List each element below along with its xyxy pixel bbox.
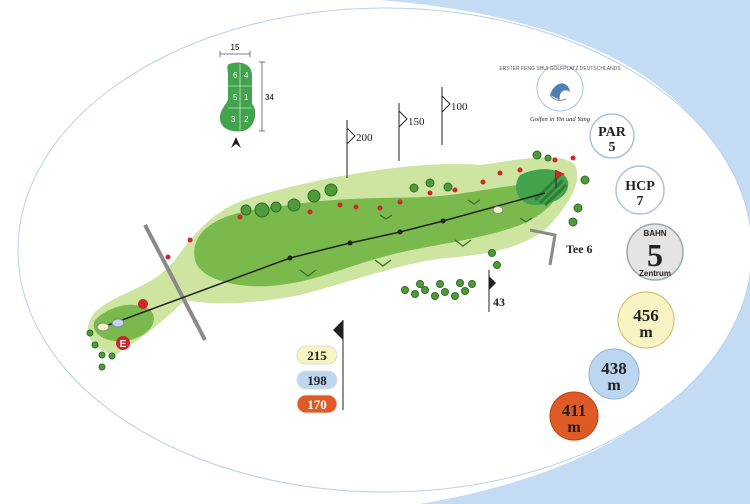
svg-text:456: 456 [633, 306, 659, 325]
blue-tee [111, 318, 125, 328]
entry-marker-label: E [120, 339, 127, 350]
distance-yellow: 456 m [617, 291, 675, 349]
svg-text:1: 1 [244, 93, 249, 102]
svg-text:5: 5 [233, 93, 238, 102]
play-line [102, 192, 546, 328]
trees [86, 150, 590, 371]
svg-text:HCP: HCP [625, 179, 655, 194]
svg-text:ERSTER FENG SHUI GOLFPLATZ DEU: ERSTER FENG SHUI GOLFPLATZ DEUTSCHLANDS [499, 66, 621, 72]
play-line-point [440, 218, 446, 224]
hcp-circle: HCP 7 [615, 165, 665, 215]
svg-text:170: 170 [307, 397, 327, 412]
cart-path-right [529, 228, 557, 266]
yellow-distance-pill [296, 345, 338, 365]
marker-100: 100 [441, 87, 468, 145]
svg-text:15: 15 [231, 43, 240, 52]
play-line-point [347, 240, 353, 246]
svg-text:m: m [607, 377, 621, 394]
svg-text:6: 6 [233, 71, 238, 80]
entry-marker [116, 336, 130, 350]
svg-text:BAHN: BAHN [643, 229, 666, 238]
marker-150: 150 [398, 103, 425, 161]
play-line-point [287, 255, 293, 261]
marker-43: 43 [488, 270, 505, 312]
flag-icon [555, 170, 565, 188]
red-distance-pill [296, 394, 338, 414]
svg-text:4: 4 [244, 71, 249, 80]
svg-text:Golfen in Yin und Yang: Golfen in Yin und Yang [530, 116, 591, 123]
svg-text:PAR: PAR [598, 125, 627, 140]
svg-text:200: 200 [356, 132, 373, 144]
svg-text:2: 2 [244, 115, 249, 124]
svg-text:34: 34 [265, 93, 274, 102]
svg-text:7: 7 [637, 194, 644, 209]
water-hazard [138, 299, 148, 309]
svg-text:5: 5 [609, 140, 616, 155]
svg-text:3: 3 [231, 115, 236, 124]
bahn-circle: BAHN 5 Zentrum [626, 223, 684, 281]
svg-text:215: 215 [307, 348, 327, 363]
arrow-up-icon [231, 137, 241, 148]
svg-text:150: 150 [408, 116, 425, 128]
rough-marks [299, 199, 533, 277]
svg-text:Zentrum: Zentrum [639, 269, 671, 278]
yellow-tee [96, 322, 110, 332]
blue-distance-pill [296, 370, 338, 390]
green-diagram: 15 34 6 4 5 1 3 2 [219, 43, 274, 148]
svg-text:43: 43 [493, 295, 505, 309]
distance-blue: 438 m [588, 348, 640, 400]
par-circle: PAR 5 [589, 113, 635, 159]
bunker [492, 206, 504, 214]
svg-text:5: 5 [647, 237, 663, 273]
svg-text:m: m [639, 324, 653, 341]
sea-area [380, 0, 750, 504]
tee-label: Tee 6 [566, 242, 593, 256]
hazard-dots [138, 155, 576, 309]
left-distances: 215 198 170 [296, 320, 344, 414]
cart-path [143, 224, 207, 341]
svg-text:438: 438 [601, 359, 627, 378]
play-line-point [397, 229, 403, 235]
distance-red: 411 m [549, 391, 599, 441]
marker-200: 200 [346, 120, 373, 178]
svg-text:100: 100 [451, 101, 468, 113]
svg-text:198: 198 [307, 373, 327, 388]
logo: ERSTER FENG SHUI GOLFPLATZ DEUTSCHLANDS … [499, 64, 621, 123]
fairway [194, 183, 558, 287]
svg-text:m: m [567, 419, 581, 436]
svg-text:411: 411 [562, 401, 587, 420]
